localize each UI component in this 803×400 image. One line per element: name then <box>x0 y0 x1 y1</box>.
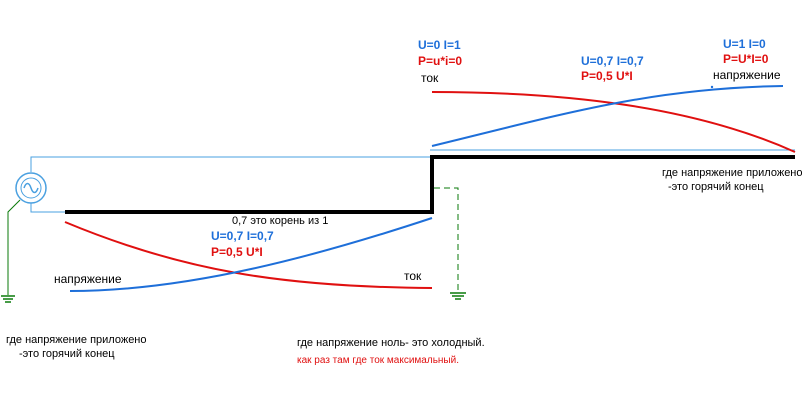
top-right-power-label: P=U*I=0 <box>723 52 769 66</box>
cold-end-line1: где напряжение ноль- это холодный. <box>297 337 485 349</box>
hot-end-left-line2: -это горячий конец <box>19 348 115 360</box>
top-voltage-curve <box>431 85 784 147</box>
ac-source-icon <box>15 172 47 204</box>
top-right-voltage-label: напряжение <box>713 68 781 82</box>
hot-end-left-line1: где напряжение приложено <box>6 334 147 346</box>
stray-dot <box>710 85 714 89</box>
bottom-current-label: ток <box>404 269 422 283</box>
bottom-voltage-curve <box>69 217 433 292</box>
hot-end-right-line1: где напряжение приложено <box>662 167 803 179</box>
ground-wire-left <box>7 199 21 295</box>
ground-wire-middle <box>434 187 459 292</box>
main-conductor <box>65 155 795 214</box>
top-left-ui-label: U=0 I=1 <box>418 38 461 52</box>
hot-end-right-line2: -это горячий конец <box>668 181 764 193</box>
top-mid-ui-label: U=0,7 I=0,7 <box>581 54 644 68</box>
bottom-voltage-label: напряжение <box>54 272 122 286</box>
top-right-ui-label: U=1 I=0 <box>723 37 766 51</box>
top-left-current-label: ток <box>421 71 439 85</box>
ground-icon <box>1 295 15 303</box>
top-mid-power-label: P=0,5 U*I <box>581 69 633 83</box>
top-current-curve <box>431 91 796 153</box>
bottom-mid-ui-label: U=0,7 I=0,7 <box>211 229 274 243</box>
root-note: 0,7 это корень из 1 <box>232 215 329 227</box>
source-top-wire <box>30 156 430 172</box>
cold-end-line2: как раз там где ток максимальный. <box>297 355 459 366</box>
top-left-power-label: P=u*i=0 <box>418 54 463 68</box>
ground-icon <box>450 292 466 300</box>
bottom-mid-power-label: P=0,5 U*I <box>211 245 263 259</box>
source-bottom-wire <box>30 203 65 213</box>
